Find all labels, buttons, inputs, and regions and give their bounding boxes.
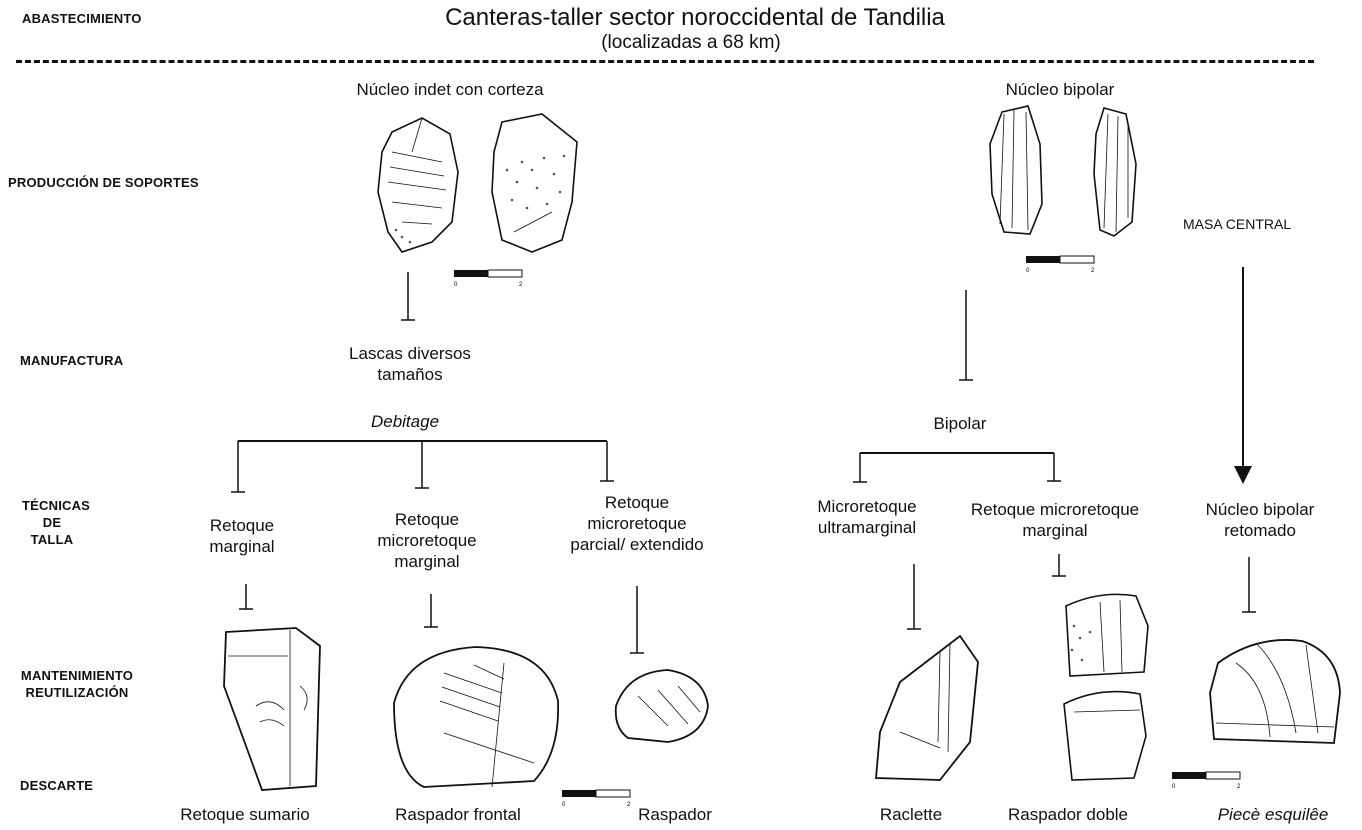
label-retoque-microretoque-marginal: Retoque microretoque marginal [352, 509, 502, 572]
label-tech-l3-line1: Retoque [547, 492, 727, 513]
label-flakes-line2: tamaños [320, 364, 500, 385]
scale-bar-bottom-right: 0 2 [1170, 770, 1250, 790]
scale-bar-left-end: 2 [519, 282, 523, 288]
label-tech-l3-line3: parcial/ extendido [547, 534, 727, 555]
scale-bar-left-start: 0 [454, 282, 458, 288]
label-core-bipolar: Núcleo bipolar [975, 79, 1145, 100]
scale-bar-bottom-right-end: 2 [1237, 784, 1241, 790]
label-debitage: Debitage [340, 411, 470, 432]
label-tech-r1-line2: ultramarginal [797, 517, 937, 538]
label-tech-r3-line2: retomado [1185, 520, 1335, 541]
label-tech-r2-line2: marginal [945, 520, 1165, 541]
label-tech-l2-line2: microretoque [352, 530, 502, 551]
label-microretoque-ultramarginal: Microretoque ultramarginal [797, 496, 937, 538]
artifact-raspador-doble-drawing [1060, 586, 1154, 782]
label-masa-central: MASA CENTRAL [1183, 216, 1291, 232]
scale-bar-bottom-left-end: 2 [627, 802, 631, 808]
scale-bar-bottom-right-start: 0 [1172, 784, 1176, 790]
scale-bar-right: 0 2 [1024, 254, 1104, 274]
label-bipolar: Bipolar [910, 413, 1010, 434]
label-retoque-microretoque-marginal-right: Retoque microretoque marginal [945, 499, 1165, 541]
artifact-retoque-sumario-drawing [216, 626, 326, 794]
label-piece-esquilee: Piecè esquilêe [1198, 804, 1348, 825]
label-core-indet: Núcleo indet con corteza [300, 79, 600, 100]
label-tech-l3-line2: microretoque [547, 513, 727, 534]
artifact-piece-esquilee-drawing [1206, 633, 1346, 753]
scale-bar-bottom-left-start: 0 [562, 802, 566, 808]
label-retoque-marginal: Retoque marginal [172, 515, 312, 557]
label-tech-l1-line2: marginal [172, 536, 312, 557]
label-nucleo-bipolar-retomado: Núcleo bipolar retomado [1185, 499, 1335, 541]
label-tech-r2-line1: Retoque microretoque [945, 499, 1165, 520]
scale-bar-left: 0 2 [452, 268, 532, 288]
label-retoque-sumario: Retoque sumario [160, 804, 330, 825]
artifact-core-indet-drawing [372, 112, 582, 272]
artifact-raspador-drawing [608, 666, 712, 746]
label-tech-l2-line1: Retoque [352, 509, 502, 530]
label-tech-l2-line3: marginal [352, 551, 502, 572]
scale-bar-right-start: 0 [1026, 268, 1030, 274]
label-flakes: Lascas diversos tamaños [320, 343, 500, 385]
label-flakes-line1: Lascas diversos [320, 343, 500, 364]
artifact-raspador-frontal-drawing [384, 643, 562, 791]
artifact-core-bipolar-drawing [984, 104, 1144, 244]
label-retoque-parcial-extendido: Retoque microretoque parcial/ extendido [547, 492, 727, 555]
scale-bar-right-end: 2 [1091, 268, 1095, 274]
label-tech-r1-line1: Microretoque [797, 496, 937, 517]
label-raspador-frontal: Raspador frontal [373, 804, 543, 825]
label-raspador-doble: Raspador doble [993, 804, 1143, 825]
scale-bar-bottom-left: 0 2 [560, 788, 640, 808]
label-raclette: Raclette [856, 804, 966, 825]
label-tech-r3-line1: Núcleo bipolar [1185, 499, 1335, 520]
artifact-raclette-drawing [870, 632, 982, 784]
label-tech-l1-line1: Retoque [172, 515, 312, 536]
